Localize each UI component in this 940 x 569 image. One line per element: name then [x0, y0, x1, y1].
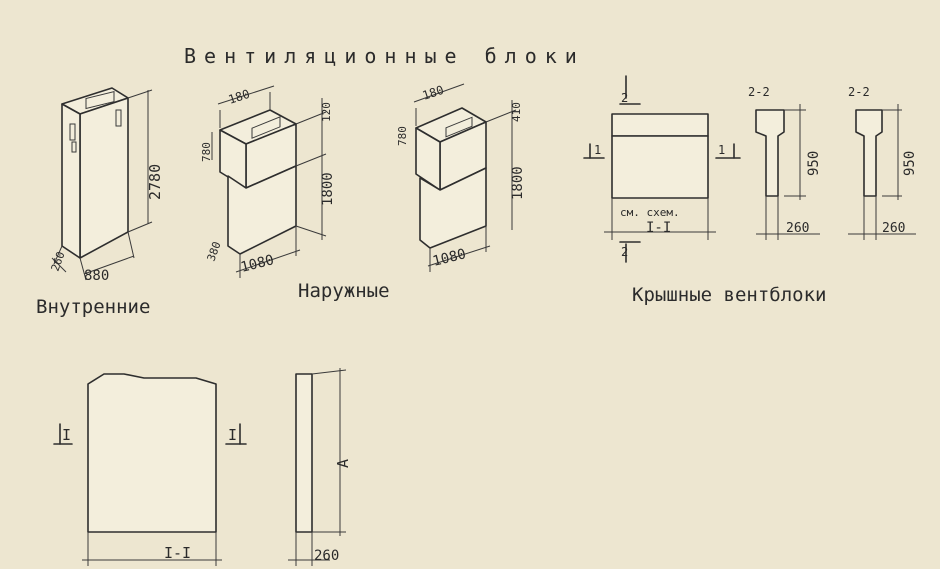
outer2-top-dim: 180 [421, 83, 446, 103]
outer-block-2-drawing: 180 780 410 1800 1080 [396, 83, 526, 272]
roof-depth-dim-b: 260 [882, 221, 905, 236]
section-1-left: 1 [594, 143, 601, 157]
inner-depth-dim: 260 [49, 250, 68, 273]
section-2-top: 2 [621, 91, 628, 105]
roof-depth-dim-a: 260 [786, 221, 809, 236]
panel-section-left: I [62, 426, 71, 444]
section-2-2-label-a: 2-2 [748, 85, 770, 99]
section-1-right: 1 [718, 143, 725, 157]
outer2-width-dim: 1080 [431, 246, 468, 270]
page-title: Вентиляционные блоки [184, 44, 585, 68]
roof-width-note: см. схем. [620, 206, 680, 219]
outer2-left-dim: 780 [396, 126, 409, 146]
panel-section-label: I-I [164, 544, 191, 562]
roof-block-front-view: 2 2 1 1 см. схем. I-I [583, 75, 741, 263]
section-2-2-label-b: 2-2 [848, 85, 870, 99]
inner-width-dim: 880 [84, 268, 109, 284]
outer-block-1-drawing: 180 780 120 1800 1080 380 [200, 85, 336, 278]
roof-section-2-2-b: 2-2 950 260 [848, 85, 918, 240]
outer-left-dim: 780 [200, 142, 213, 162]
inner-block-drawing: 2780 880 260 [49, 87, 164, 284]
caption-outer-blocks: Наружные [298, 280, 390, 302]
caption-roof-blocks: Крышные вентблоки [632, 284, 827, 306]
panel-height-dim: A [334, 459, 352, 468]
panel-depth-dim: 260 [314, 548, 339, 564]
panel-front-view: I I I-I [53, 373, 247, 566]
panel-section-right: I [228, 426, 237, 444]
inner-height-dim: 2780 [146, 164, 164, 200]
outer-right-dim: 120 [320, 102, 333, 122]
roof-section-label: I-I [646, 220, 671, 236]
outer2-right-dim: 410 [510, 102, 523, 122]
outer2-height-dim: 1800 [510, 166, 526, 200]
panel-side-view: A 260 [288, 368, 352, 566]
roof-height-dim-b: 950 [902, 151, 918, 176]
outer-height-dim: 1800 [320, 172, 336, 206]
caption-inner-blocks: Внутренние [36, 296, 151, 318]
roof-section-2-2-a: 2-2 950 260 [748, 85, 822, 240]
section-2-bottom: 2 [621, 245, 628, 259]
outer-depth-dim: 380 [205, 240, 224, 263]
roof-height-dim-a: 950 [806, 151, 822, 176]
outer-width-dim: 1080 [239, 252, 276, 276]
outer-top-dim: 180 [227, 87, 252, 107]
